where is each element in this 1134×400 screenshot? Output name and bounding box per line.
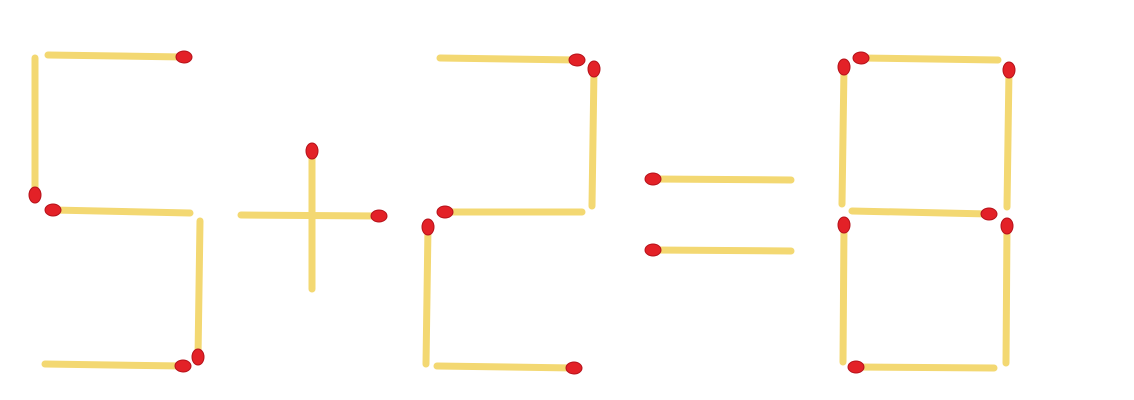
- matchstick[interactable]: [852, 51, 1002, 65]
- matchstick[interactable]: [1002, 61, 1016, 211]
- glyph-plus-sign: [237, 142, 388, 293]
- matchstick[interactable]: [44, 203, 194, 217]
- matchstick[interactable]: [848, 207, 998, 221]
- matchstick[interactable]: [44, 50, 193, 64]
- matchstick[interactable]: [436, 205, 586, 219]
- matchstick[interactable]: [1000, 217, 1014, 367]
- glyph-digit-2: [421, 53, 601, 375]
- glyph-digit-8: [837, 51, 1016, 374]
- matchstick[interactable]: [41, 359, 192, 373]
- matchstick[interactable]: [191, 217, 205, 366]
- glyph-digit-5: [28, 50, 205, 373]
- matchstick[interactable]: [587, 60, 601, 210]
- matchstick[interactable]: [847, 360, 998, 374]
- matchstick[interactable]: [421, 218, 435, 368]
- matchstick[interactable]: [28, 54, 42, 204]
- matchstick[interactable]: [837, 58, 851, 208]
- matchstick[interactable]: [436, 53, 586, 67]
- matchstick[interactable]: [644, 172, 795, 186]
- matchstick[interactable]: [305, 142, 319, 293]
- glyph-equals-sign: [644, 172, 795, 257]
- matchstick[interactable]: [644, 243, 795, 257]
- matchstick[interactable]: [837, 216, 851, 366]
- matchstick[interactable]: [433, 361, 583, 375]
